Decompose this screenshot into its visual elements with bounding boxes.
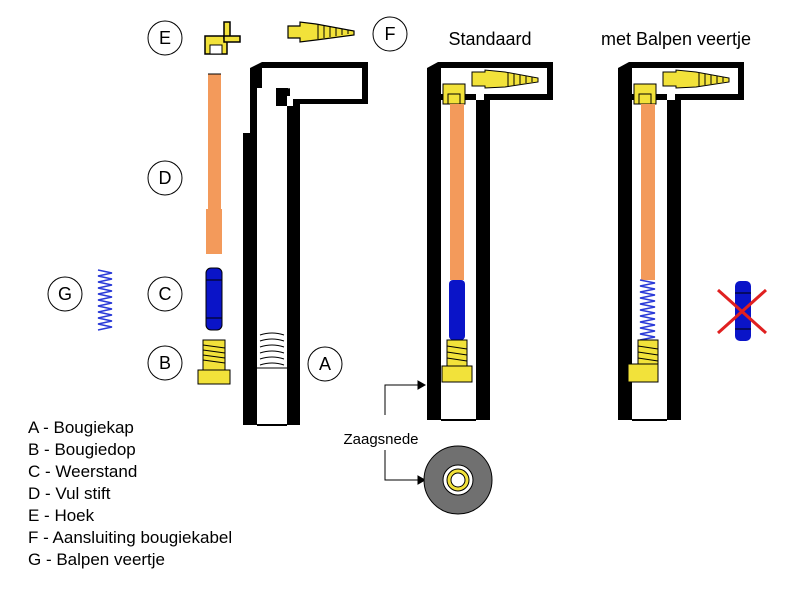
- callout-b-letter: B: [159, 353, 171, 373]
- callout-a-letter: A: [319, 354, 331, 374]
- callout-c-letter: C: [159, 284, 172, 304]
- legend-item-f: F - Aansluiting bougiekabel: [28, 528, 232, 547]
- callout-g: G: [47, 276, 83, 312]
- legend-item-b: B - Bougiedop: [28, 440, 136, 459]
- saw-cut-cross-section: [423, 445, 493, 515]
- assembly-with-spring: [618, 62, 744, 421]
- part-c-resistor: [205, 267, 223, 331]
- legend: A - Bougiekap B - Bougiedop C - Weerstan…: [28, 418, 232, 569]
- title-standard: Standaard: [448, 29, 531, 49]
- callout-f-letter: F: [385, 24, 396, 44]
- assembly-standard: [427, 62, 553, 421]
- part-a-spark-cap: [243, 62, 368, 426]
- callout-a: A: [307, 346, 343, 382]
- saw-cut-label: Zaagsnede: [343, 431, 418, 448]
- legend-item-d: D - Vul stift: [28, 484, 111, 503]
- callout-e-letter: E: [159, 28, 171, 48]
- saw-cut-arrows: [384, 380, 427, 485]
- part-e-angle: [204, 21, 241, 55]
- callout-f: F: [372, 16, 408, 52]
- callout-c: C: [147, 276, 183, 312]
- cross-mark-icon: [716, 288, 768, 335]
- legend-item-a: A - Bougiekap: [28, 418, 134, 437]
- legend-item-e: E - Hoek: [28, 506, 95, 525]
- callout-b: B: [147, 345, 183, 381]
- callout-d-letter: D: [159, 168, 172, 188]
- part-g-spring: [97, 269, 113, 331]
- callout-g-letter: G: [58, 284, 72, 304]
- legend-item-c: C - Weerstand: [28, 462, 137, 481]
- title-with-spring: met Balpen veertje: [601, 29, 751, 49]
- callout-d: D: [147, 160, 183, 196]
- part-f-cable-connector: [287, 21, 355, 43]
- part-b-plug-connector: [197, 339, 231, 385]
- part-d-filler-rod: [206, 73, 222, 254]
- legend-item-g: G - Balpen veertje: [28, 550, 165, 569]
- callout-e: E: [147, 20, 183, 56]
